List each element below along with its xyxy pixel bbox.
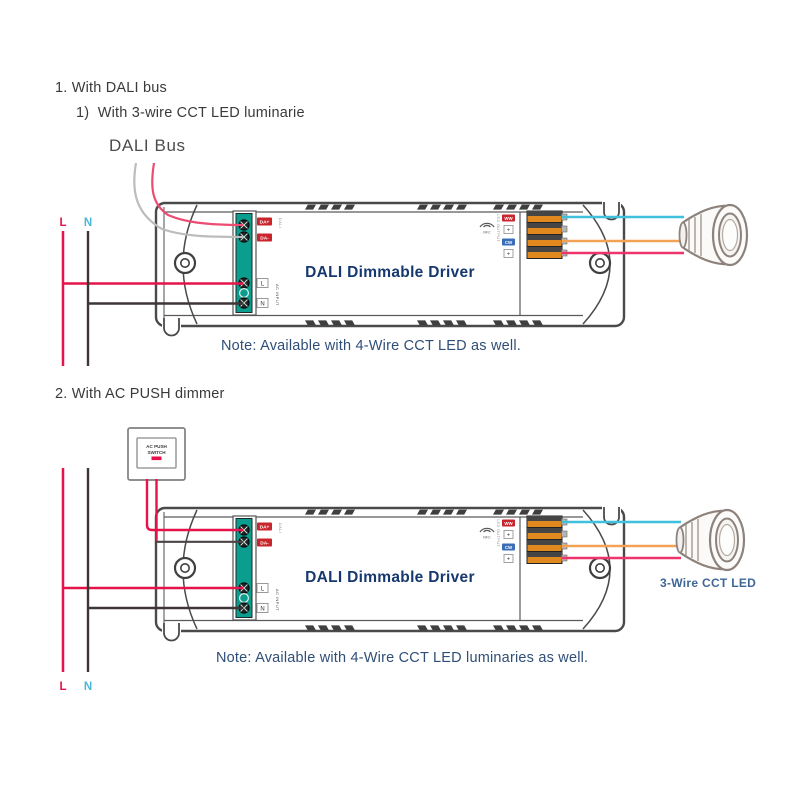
section1-subheading: 1) With 3-wire CCT LED luminarie [76,105,305,121]
switch-label-line1: AC PUSH [146,444,167,449]
dali-wire-grey [133,162,244,239]
ac-push-switch: AC PUSH SWITCH [127,427,186,481]
switch-label-line2: SWITCH [147,450,166,455]
section2-heading: 2. With AC PUSH dimmer [55,386,225,402]
switch-inner-plate [136,437,177,469]
section1-note: Note: Available with 4-Wire CCT LED as w… [221,338,521,354]
section1-wires [61,162,684,366]
led-luminaire-2 [675,508,746,572]
led-luminaire-1 [678,203,749,267]
switch-indicator [151,456,162,461]
push-wire-to-da-plus [145,479,244,532]
driver-2 [156,505,624,641]
section2-wires [61,468,681,672]
cct-led-label: 3-Wire CCT LED [660,576,757,590]
dali-bus-label: DALI Bus [109,136,186,155]
live-label-bottom: L [59,681,66,693]
section1-heading: 1. With DALI bus [55,80,167,96]
driver-1 [156,200,624,336]
live-label-top: L [59,217,66,229]
dali-wire-pink [151,162,244,227]
neutral-label-top: N [84,217,92,229]
neutral-label-bottom: N [84,681,92,693]
section2-note: Note: Available with 4-Wire CCT LED lumi… [216,650,589,666]
